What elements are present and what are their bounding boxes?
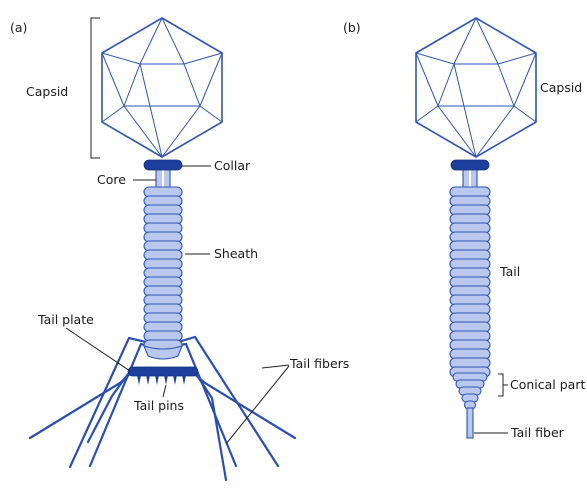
label-tail-plate: Tail plate bbox=[37, 312, 94, 327]
leader-tail-fibers-1 bbox=[262, 365, 289, 368]
label-core: Core bbox=[97, 172, 126, 187]
label-capsid-b: Capsid bbox=[540, 80, 582, 95]
label-tail-fibers: Tail fibers bbox=[289, 356, 349, 371]
tail-pins-a bbox=[137, 375, 186, 385]
tail-fiber-b bbox=[467, 408, 473, 438]
label-tail: Tail bbox=[499, 264, 520, 279]
panel-b: (b) Capsid Tail Conical part Tail fiber bbox=[343, 18, 585, 440]
tail-pin-a-3 bbox=[155, 375, 159, 385]
conical-part-b bbox=[453, 373, 487, 409]
collar-b bbox=[451, 160, 489, 170]
panel-a-tag: (a) bbox=[10, 20, 27, 35]
capsid-a-outline bbox=[102, 18, 222, 157]
tail-b bbox=[450, 187, 490, 377]
label-tail-pins: Tail pins bbox=[133, 398, 184, 413]
capsid-b-outline bbox=[416, 18, 536, 157]
leader-tail-pins bbox=[163, 385, 166, 397]
label-collar: Collar bbox=[214, 158, 251, 173]
tail-fiber-a-5 bbox=[30, 372, 132, 438]
label-sheath: Sheath bbox=[214, 246, 258, 261]
tail-fiber-a-8 bbox=[196, 374, 226, 480]
panel-a: (a) Capsid bbox=[10, 18, 349, 480]
leader-tail-plate bbox=[66, 328, 130, 371]
conical-part-bracket bbox=[498, 374, 503, 396]
capsid-b bbox=[416, 18, 536, 157]
tail-pin-a-4 bbox=[164, 375, 168, 385]
label-conical-part: Conical part bbox=[510, 377, 585, 392]
capsid-a bbox=[102, 18, 222, 157]
label-tail-fiber: Tail fiber bbox=[510, 425, 565, 440]
tail-pin-a-1 bbox=[137, 375, 141, 385]
tail-fiber-a-6 bbox=[192, 372, 295, 438]
collar-a bbox=[144, 160, 182, 170]
sheath-a bbox=[144, 187, 182, 350]
label-capsid-a: Capsid bbox=[26, 84, 68, 99]
tail-pin-a-6 bbox=[182, 375, 186, 385]
tail-pin-a-5 bbox=[173, 375, 177, 385]
panel-b-tag: (b) bbox=[343, 20, 361, 35]
tail-pin-a-2 bbox=[146, 375, 150, 385]
tail-plate-a bbox=[128, 367, 198, 376]
capsid-bracket bbox=[91, 18, 100, 158]
